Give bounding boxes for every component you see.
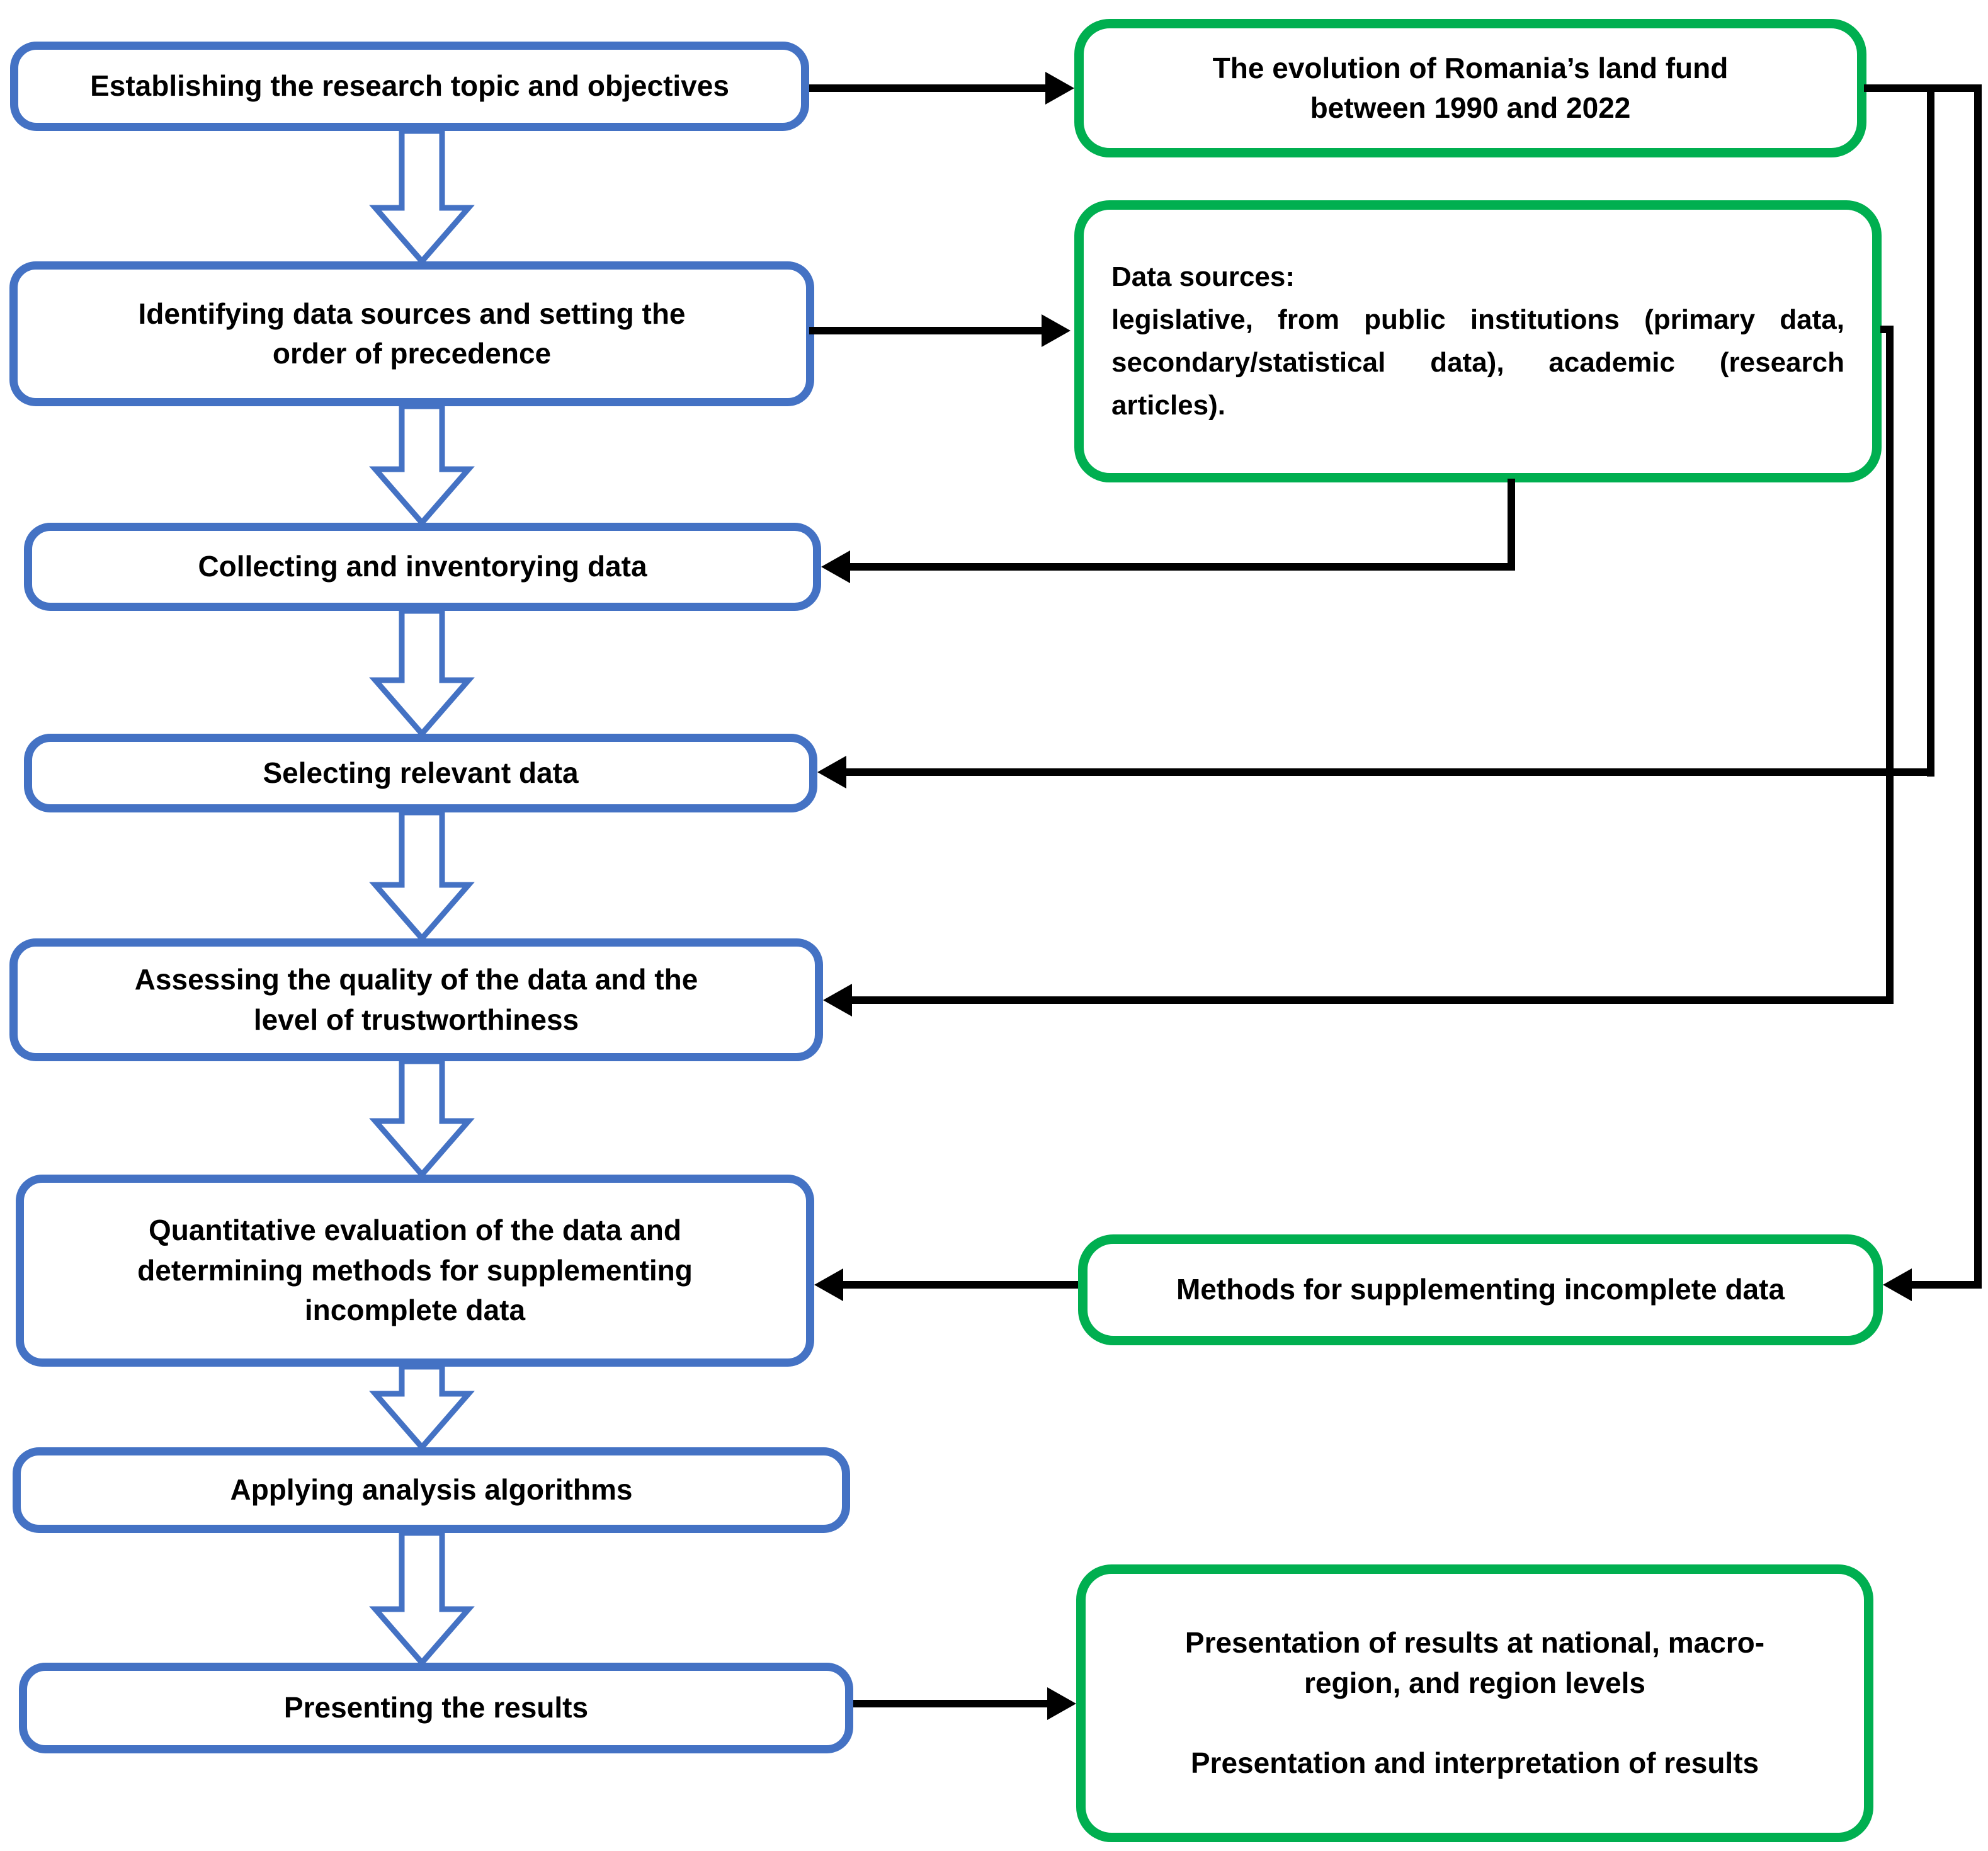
connector-note2-step3-vertical xyxy=(1508,479,1515,571)
connector-note3-step6-line xyxy=(843,1281,1078,1289)
note-data-sources-body: legislative, from public institutions (p… xyxy=(1111,304,1844,421)
down-arrow-step4-step5 xyxy=(369,809,475,943)
connector-step1-note1-line xyxy=(809,84,1045,92)
connector-step2-note2-arrowhead xyxy=(1042,314,1071,347)
connector-note2-step3-arrowhead xyxy=(821,550,850,583)
flow-step-selecting-data: Selecting relevant data xyxy=(24,734,817,812)
connector-note1-step4-arrowhead xyxy=(817,756,846,789)
flow-step-quantitative-evaluation: Quantitative evaluation of the data and … xyxy=(16,1175,814,1367)
flow-step-assessing-quality: Assessing the quality of the data and th… xyxy=(9,938,823,1061)
down-arrow-step6-step7 xyxy=(369,1364,475,1452)
connector-step2-note2-line xyxy=(809,327,1042,334)
flow-step-applying-algorithms: Applying analysis algorithms xyxy=(13,1447,850,1533)
connector-note1-branch-b-vertical xyxy=(1974,84,1982,1289)
connector-note1-branch-a-vertical xyxy=(1927,84,1934,777)
down-arrow-step5-step6 xyxy=(369,1058,475,1179)
flow-step-collecting-data: Collecting and inventorying data xyxy=(24,523,821,611)
flow-step-identifying-sources: Identifying data sources and setting the… xyxy=(9,261,814,406)
note-data-sources-heading: Data sources: xyxy=(1111,261,1295,292)
connector-note1-note3-arrowhead xyxy=(1883,1268,1912,1301)
connector-step8-note4-arrowhead xyxy=(1047,1687,1076,1720)
connector-note2-step5-vertical xyxy=(1886,326,1894,1004)
down-arrow-step1-step2 xyxy=(369,128,475,266)
note-presentation-results: Presentation of results at national, mac… xyxy=(1076,1564,1873,1842)
down-arrow-step2-step3 xyxy=(369,403,475,527)
connector-note1-top-line xyxy=(1864,84,1982,92)
connector-note2-step3-line xyxy=(850,563,1515,571)
note-data-sources: Data sources: legislative, from public i… xyxy=(1074,200,1882,482)
connector-note1-note3-line xyxy=(1912,1281,1982,1289)
note-presentation-levels: Presentation of results at national, mac… xyxy=(1184,1626,1765,1699)
note-land-fund-evolution: The evolution of Romania’s land fund bet… xyxy=(1074,19,1866,157)
flow-step-presenting-results: Presenting the results xyxy=(19,1663,853,1753)
flow-step-establishing-topic: Establishing the research topic and obje… xyxy=(10,42,809,131)
note-presentation-interpretation: Presentation and interpretation of resul… xyxy=(1190,1746,1759,1780)
connector-step1-note1-arrowhead xyxy=(1045,72,1074,105)
note-supplementing-methods: Methods for supplementing incomplete dat… xyxy=(1078,1234,1883,1345)
down-arrow-step3-step4 xyxy=(369,608,475,738)
connector-step8-note4-line xyxy=(853,1700,1047,1707)
connector-note1-step4-line xyxy=(846,768,1934,776)
connector-note3-step6-arrowhead xyxy=(814,1268,843,1301)
connector-note2-step5-arrowhead xyxy=(823,984,852,1017)
connector-note2-step5-line xyxy=(852,996,1894,1004)
down-arrow-step7-step8 xyxy=(369,1530,475,1667)
